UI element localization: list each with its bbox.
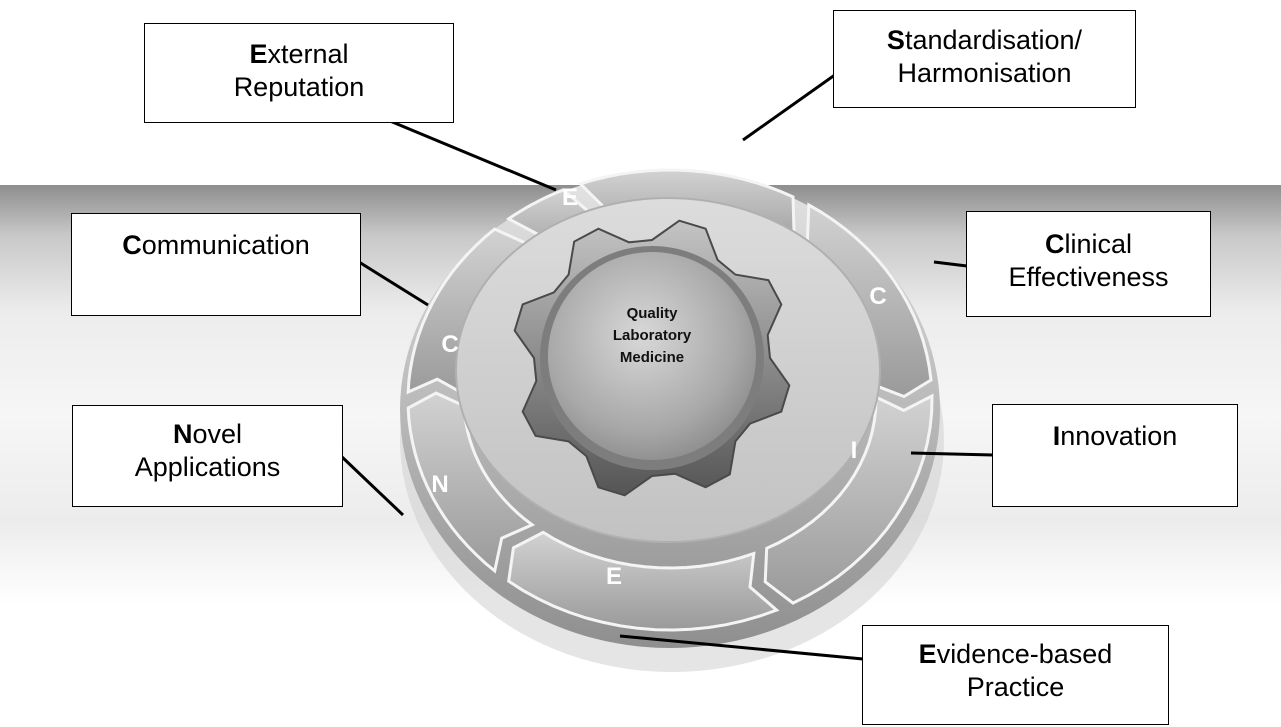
connector-novel-applications xyxy=(339,454,405,517)
label-evidence-based-practice: Evidence-based Practice xyxy=(862,625,1169,725)
connector-innovation xyxy=(910,451,994,457)
label-novel-applications-initial: N xyxy=(172,419,193,449)
label-clinical-effectiveness: Clinical Effectiveness xyxy=(966,211,1211,317)
label-innovation-initial: I xyxy=(1052,421,1061,451)
segment-letter-c-right: C xyxy=(869,283,886,310)
segment-i xyxy=(763,393,934,605)
segment-letter-e-bottom: E xyxy=(606,563,622,590)
center-text-line-3: Medicine xyxy=(620,349,684,366)
label-external-reputation: External Reputation xyxy=(144,23,454,123)
connector-communication xyxy=(358,260,429,307)
segment-letter-i: I xyxy=(851,437,858,464)
label-novel-applications-line2: Applications xyxy=(134,452,281,482)
segment-letter-e-top: E xyxy=(562,184,578,211)
segment-e-bottom xyxy=(507,530,780,632)
connector-clinical-effectiveness xyxy=(933,260,968,268)
label-evidence-based-practice-initial: E xyxy=(918,639,937,669)
label-external-reputation-line2: Reputation xyxy=(233,72,365,102)
center-text-line-1: Quality xyxy=(627,305,679,322)
label-clinical-effectiveness-initial: C xyxy=(1044,229,1065,259)
label-evidence-based-practice-rest: vidence-based xyxy=(936,639,1113,669)
label-standardisation-initial: S xyxy=(886,25,905,55)
segment-letter-n: N xyxy=(431,471,448,498)
label-novel-applications-rest: ovel xyxy=(192,419,243,449)
segment-letter-s: S xyxy=(748,155,764,182)
hub xyxy=(548,252,756,460)
center-text-line-2: Laboratory xyxy=(613,327,692,344)
label-standardisation-rest: tandardisation/ xyxy=(904,25,1083,55)
label-novel-applications: Novel Applications xyxy=(72,405,343,507)
label-external-reputation-rest: xternal xyxy=(267,39,349,69)
label-innovation: Innovation xyxy=(992,404,1238,507)
label-communication-rest: ommunication xyxy=(141,230,310,260)
label-evidence-based-practice-line2: Practice xyxy=(966,672,1065,702)
label-innovation-rest: nnovation xyxy=(1060,421,1178,451)
connector-evidence-based-practice xyxy=(619,634,864,661)
segment-letter-c-left: C xyxy=(441,331,458,358)
label-standardisation: Standardisation/ Harmonisation xyxy=(833,10,1136,108)
label-standardisation-line2: Harmonisation xyxy=(897,58,1072,88)
label-external-reputation-initial: E xyxy=(249,39,268,69)
label-clinical-effectiveness-line2: Effectiveness xyxy=(1008,262,1169,292)
label-communication: Communication xyxy=(71,213,361,316)
label-communication-initial: C xyxy=(122,230,142,260)
label-clinical-effectiveness-rest: linical xyxy=(1064,229,1133,259)
